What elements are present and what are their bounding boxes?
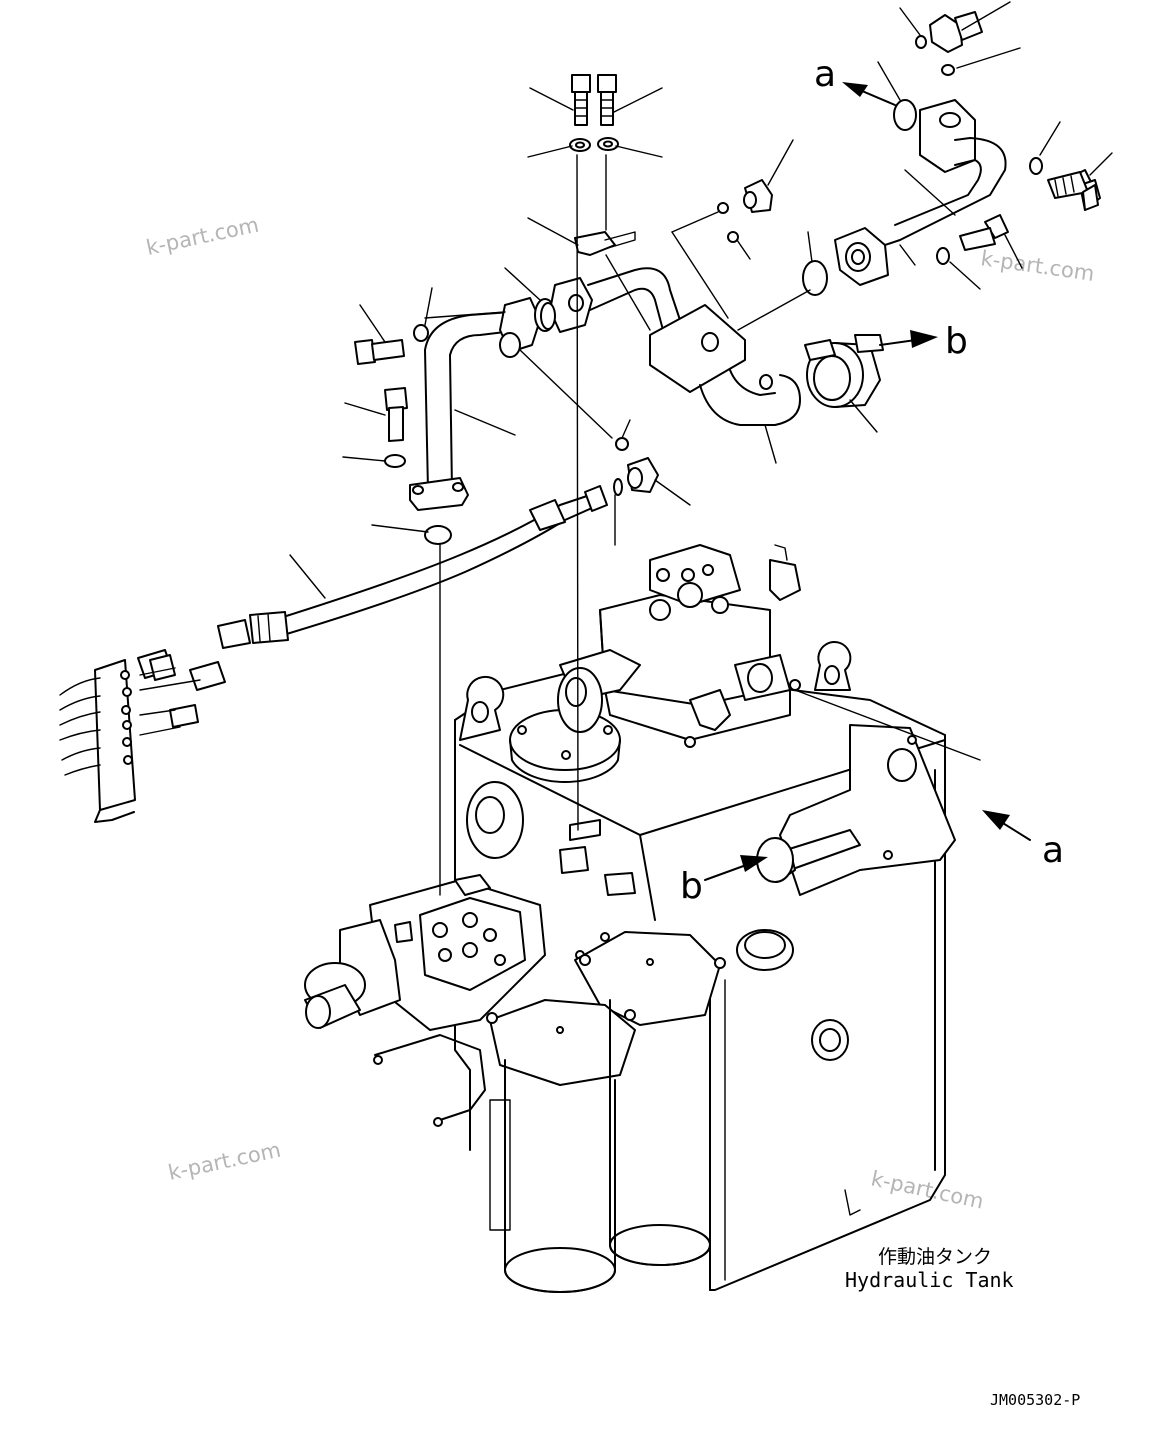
label-b-bottom: b [680, 866, 703, 907]
reference-arrows [704, 82, 1031, 881]
pipe-middle [549, 231, 801, 426]
label-b-top: b [945, 321, 968, 362]
leader-lines [289, 1, 1113, 896]
fittings [627, 11, 983, 493]
pipe-right [834, 99, 1007, 286]
drawing-number: JM005302-P [990, 1391, 1080, 1409]
clamp-coupling [804, 334, 884, 408]
bolts [354, 74, 1101, 442]
tank-name-jp: 作動油タンク [878, 1246, 992, 1268]
o-rings [424, 35, 955, 545]
manifold-block [59, 649, 226, 823]
watermark-top-left: k-part.com [144, 213, 261, 260]
hydraulic-hose [217, 485, 608, 649]
washers [384, 137, 1043, 468]
watermark-top-right: k-part.com [979, 246, 1096, 286]
pump-valve-lower [304, 874, 610, 1127]
label-a-bottom: a [1042, 830, 1064, 871]
control-valve-top [557, 544, 801, 748]
watermark-bottom-left: k-part.com [166, 1138, 283, 1185]
tank-name-en: Hydraulic Tank [845, 1268, 1014, 1292]
watermark-bottom-right: k-part.com [869, 1166, 986, 1213]
pipe-left [409, 297, 556, 511]
filter-housings [486, 929, 794, 1293]
label-a-top: a [814, 54, 836, 95]
